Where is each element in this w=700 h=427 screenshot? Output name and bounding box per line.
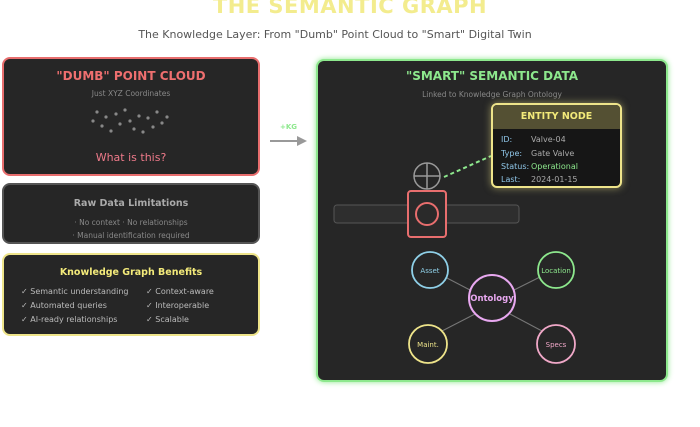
entity-link [443,155,492,178]
entity-key: Last: [501,175,521,184]
graph-node-maint [408,324,448,364]
limitations-title: Raw Data Limitations [73,198,189,209]
raw-data-limitations-panel: Raw Data Limitations · No context · No r… [2,183,260,244]
graph-node-location [537,251,575,289]
point [104,115,108,119]
node-label-ontology: Ontology [470,294,514,304]
point [91,119,95,123]
arrow-icon [270,136,307,146]
entity-value: 2024-01-15 [531,175,578,184]
dumb-title: "DUMB" POINT CLOUD [56,69,206,83]
dumb-point-cloud-panel: "DUMB" POINT CLOUD Just XYZ Coordinates … [2,57,260,176]
point [114,112,118,116]
kg-benefits-panel: Knowledge Graph Benefits ✓ Semantic unde… [2,253,260,336]
point-cloud [91,108,169,134]
node-label: Location [541,267,571,275]
point [160,121,164,125]
entity-row: Last: 2024-01-15 [501,175,578,184]
entity-key: Status: [501,162,530,171]
point [165,115,169,119]
entity-value: Gate Valve [531,149,575,158]
entity-node-card: ENTITY NODE ID:Valve-04 Type:Gate Valve … [491,103,622,188]
point [123,108,127,112]
point [109,129,113,133]
page-subtitle: The Knowledge Layer: From "Dumb" Point C… [138,28,532,41]
valve-port [415,202,439,226]
graph-node-specs [536,324,576,364]
node-label: Specs [546,341,567,349]
entity-key: Type: [501,149,523,158]
benefit-item: ✓ AI-ready relationships [21,315,118,324]
point [128,119,132,123]
point [141,130,145,134]
point [100,124,104,128]
entity-value: Valve-04 [531,135,566,144]
entity-row: ID: Valve-04 [501,135,566,144]
dumb-subtitle: Just XYZ Coordinates [91,89,171,98]
point [132,127,136,131]
graph-node-asset [411,251,449,289]
smart-subtitle: Linked to Knowledge Graph Ontology [422,90,562,99]
entity-key: ID: [501,135,513,144]
handwheel-icon [413,162,441,190]
smart-title: "SMART" SEMANTIC DATA [405,69,579,83]
benefit-item: ✓ Automated queries [21,301,107,310]
point [118,122,122,126]
entity-status: Operational [531,162,578,171]
point [151,125,155,129]
node-label: Maint. [417,341,439,349]
point [95,110,99,114]
benefit-item: ✓ Semantic understanding [21,287,129,296]
benefit-item: ✓ Interoperable [146,301,210,310]
dumb-question: What is this? [95,151,167,164]
arrow-label: +KG [280,123,298,131]
point [155,110,159,114]
benefits-title: Knowledge Graph Benefits [59,267,203,278]
node-label: Asset [420,267,439,275]
benefit-item: ✓ Scalable [146,315,189,324]
point [137,114,141,118]
limitation-line: · Manual identification required [72,231,190,240]
point [146,116,150,120]
entity-title: ENTITY NODE [493,105,620,129]
entity-row: Status:Operational [501,162,578,171]
graph-node-ontology [468,274,516,322]
entity-row: Type: Gate Valve [501,149,574,158]
limitation-line: · No context · No relationships [74,218,188,227]
valve-body [407,190,447,238]
benefit-item: ✓ Context-aware [146,287,214,296]
page-title: THE SEMANTIC GRAPH [212,0,488,18]
